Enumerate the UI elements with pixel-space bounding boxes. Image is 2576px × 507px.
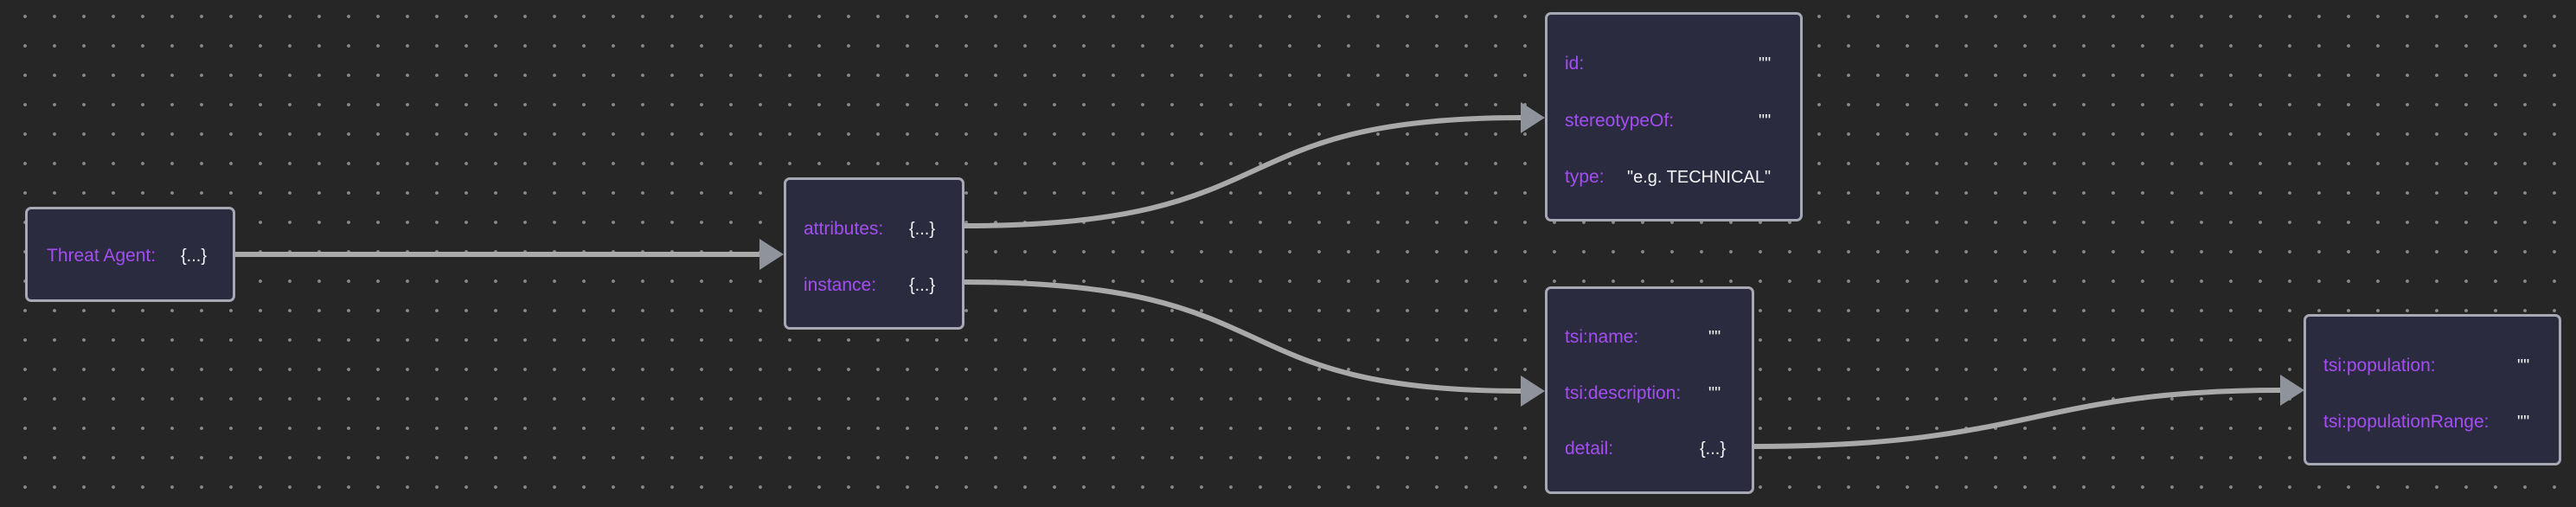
field-value[interactable]: "": [1708, 383, 1721, 403]
field-row: tsi:name: "": [1548, 320, 1752, 355]
node-detail[interactable]: tsi:population: "" tsi:populationRange: …: [2304, 314, 2561, 465]
arrowhead-icon: [1521, 375, 1545, 407]
field-value[interactable]: {...}: [1700, 439, 1727, 459]
field-row: tsi:population: "": [2306, 349, 2559, 383]
field-row: tsi:populationRange: "": [2306, 405, 2559, 440]
arrowhead-icon: [759, 239, 784, 270]
field-key: tsi:population:: [2323, 356, 2436, 375]
field-value[interactable]: {...}: [909, 219, 936, 239]
field-key: instance:: [804, 275, 877, 295]
field-key: tsi:name:: [1565, 327, 1639, 347]
edge-detail: [1753, 388, 2283, 449]
field-key: Threat Agent:: [47, 246, 157, 266]
field-key: attributes:: [804, 219, 884, 239]
arrowhead-icon: [2280, 375, 2304, 406]
field-row: attributes: {...}: [786, 212, 962, 247]
field-row: instance: {...}: [786, 268, 962, 303]
field-key: detail:: [1565, 439, 1614, 459]
node-instance[interactable]: tsi:name: "" tsi:description: "" detail:…: [1545, 286, 1754, 494]
field-row: id: "": [1548, 47, 1800, 81]
field-value[interactable]: "": [1759, 111, 1772, 131]
field-key: type:: [1565, 167, 1605, 187]
field-row: Threat Agent: {...}: [28, 239, 233, 273]
field-key: tsi:description:: [1565, 383, 1682, 403]
field-key: stereotypeOf:: [1565, 111, 1675, 131]
arrowhead-icon: [1521, 102, 1545, 133]
node-threat-agent-object[interactable]: attributes: {...} instance: {...}: [784, 177, 964, 330]
field-value[interactable]: "": [2517, 356, 2530, 375]
field-row: type: "e.g. TECHNICAL": [1548, 160, 1800, 195]
field-value[interactable]: "": [1759, 54, 1772, 74]
node-attributes[interactable]: id: "" stereotypeOf: "" type: "e.g. TECH…: [1545, 12, 1803, 221]
field-key: id:: [1565, 54, 1585, 74]
field-value[interactable]: {...}: [909, 275, 936, 295]
field-value[interactable]: "e.g. TECHNICAL": [1627, 167, 1772, 187]
node-threat-agent[interactable]: Threat Agent: {...}: [25, 207, 235, 302]
field-value[interactable]: "": [1708, 327, 1721, 347]
field-value[interactable]: {...}: [181, 246, 208, 266]
edge-instance: [964, 279, 1523, 394]
field-row: tsi:description: "": [1548, 376, 1752, 411]
field-row: stereotypeOf: "": [1548, 104, 1800, 138]
field-value[interactable]: "": [2517, 412, 2530, 432]
edge-attributes: [964, 115, 1523, 228]
field-key: tsi:populationRange:: [2323, 412, 2489, 432]
field-row: detail: {...}: [1548, 432, 1752, 466]
